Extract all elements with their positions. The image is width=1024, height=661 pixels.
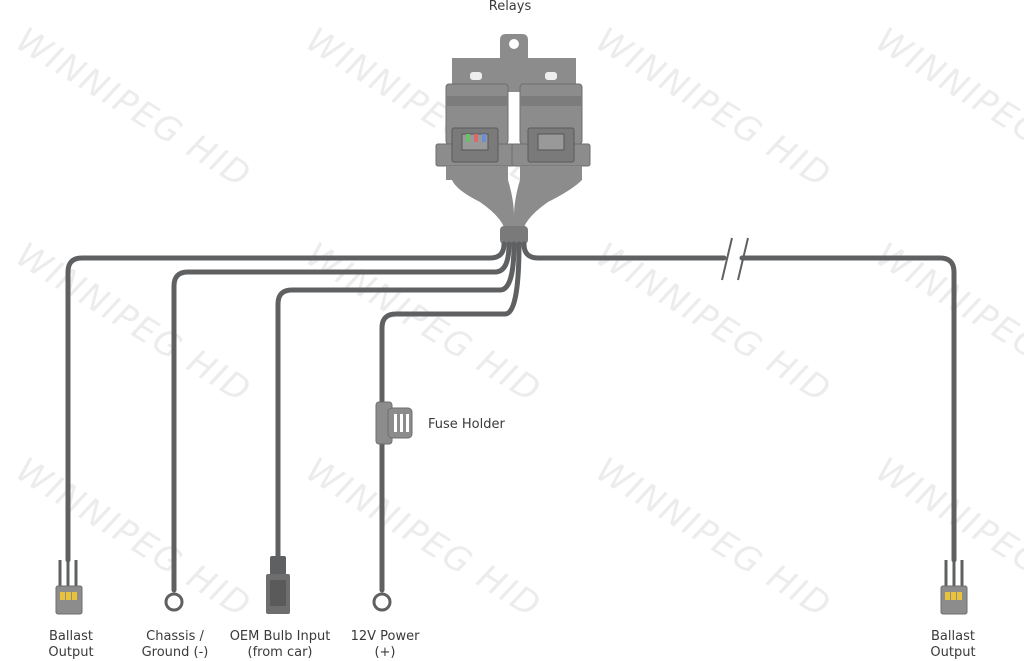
relay-left — [435, 83, 515, 180]
relays-title: Relays — [488, 0, 532, 14]
label-line: Output — [48, 645, 94, 660]
wire-power — [379, 241, 522, 593]
label-line: Ballast — [49, 629, 93, 644]
oem-bulb-connector — [266, 556, 290, 614]
wire-harness — [65, 241, 957, 593]
label-line: 12V Power — [350, 629, 420, 644]
relay-right — [511, 83, 591, 180]
fuse-holder — [375, 401, 413, 445]
label-line: Chassis / — [146, 629, 204, 644]
label-line: Ground (-) — [141, 645, 209, 660]
label-line: Output — [930, 645, 976, 660]
wire-oem — [275, 241, 517, 563]
chassis-ground-label: Chassis / Ground (-) — [130, 629, 220, 661]
wire-ballast-left — [65, 241, 507, 563]
ring-terminal-power — [372, 592, 392, 612]
ballast-connector-right — [940, 560, 968, 615]
relay-assembly — [435, 34, 591, 244]
fuse-holder-label: Fuse Holder — [428, 417, 505, 432]
power-label: 12V Power (+) — [342, 629, 428, 661]
label-line: OEM Bulb Input — [229, 629, 331, 644]
label-line: (from car) — [247, 645, 313, 660]
ballast-connector-left — [55, 560, 83, 615]
label-line: (+) — [374, 645, 396, 660]
wire-ballast-right-b — [739, 255, 957, 563]
ballast-output-right-label: Ballast Output — [910, 629, 996, 661]
label-line: Ballast — [931, 629, 975, 644]
wire-chassis — [171, 241, 512, 593]
bracket-hole — [509, 39, 519, 49]
oem-bulb-input-label: OEM Bulb Input (from car) — [222, 629, 338, 661]
relay-bracket — [452, 34, 576, 92]
wire-break-mark — [721, 237, 749, 281]
ring-terminal-chassis — [164, 592, 184, 612]
ballast-output-left-label: Ballast Output — [28, 629, 114, 661]
wire-ballast-right-a — [521, 241, 727, 261]
